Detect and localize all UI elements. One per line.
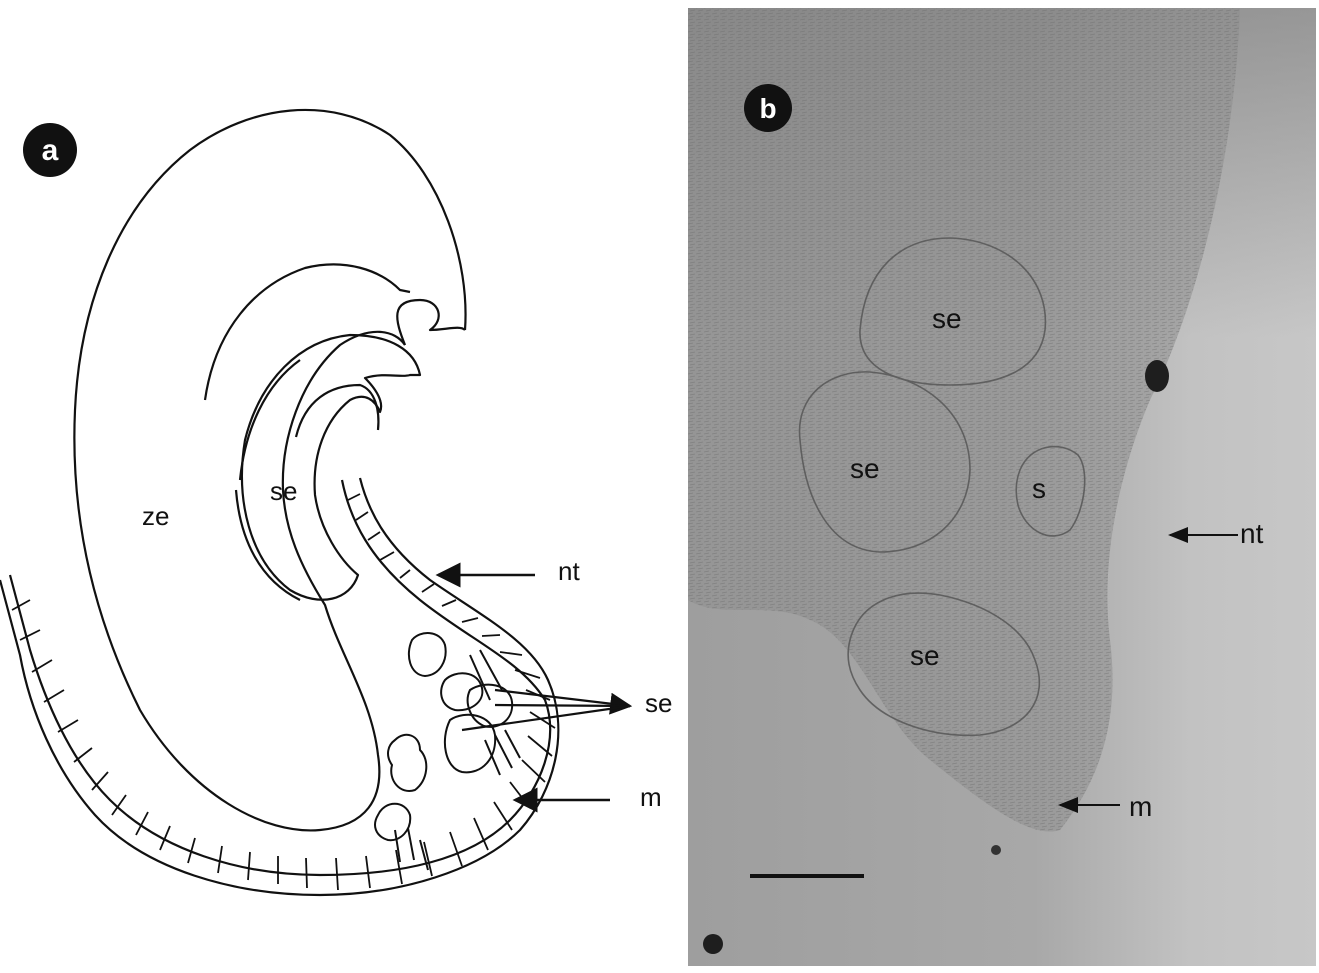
dark-speck: [1145, 360, 1169, 392]
dark-speck: [991, 845, 1001, 855]
panel-b-svg: b se se s se nt m: [680, 0, 1319, 968]
zygotic-embryo-outline: [74, 110, 465, 830]
label-m: m: [640, 782, 662, 812]
label-se-mid: se: [850, 453, 880, 484]
label-s: s: [1032, 473, 1046, 504]
small-somatic-embryos: [375, 633, 520, 870]
svg-text:a: a: [42, 134, 59, 167]
label-ze: ze: [142, 501, 169, 531]
somatic-embryo-outline: [242, 335, 420, 600]
panel-a-svg: a ze se: [0, 0, 680, 968]
label-nt: nt: [1240, 518, 1264, 549]
tissue-cell-dividers: [12, 494, 555, 890]
panel-a-drawing: a ze se: [0, 0, 680, 968]
panel-b-micrograph: b se se s se nt m: [680, 0, 1319, 968]
panel-a-badge: a: [23, 123, 77, 177]
svg-text:b: b: [759, 93, 776, 124]
fold-tip: [397, 300, 465, 345]
label-nt: nt: [558, 556, 580, 586]
label-se-inner: se: [270, 476, 297, 506]
panel-b-badge: b: [744, 84, 792, 132]
label-m: m: [1129, 791, 1152, 822]
inner-fold-2: [240, 360, 300, 480]
dark-speck: [703, 934, 723, 954]
outer-tissue-band: [10, 480, 550, 875]
label-se-bottom: se: [910, 640, 940, 671]
label-se-arrow: se: [645, 688, 672, 718]
label-se-top: se: [932, 303, 962, 334]
